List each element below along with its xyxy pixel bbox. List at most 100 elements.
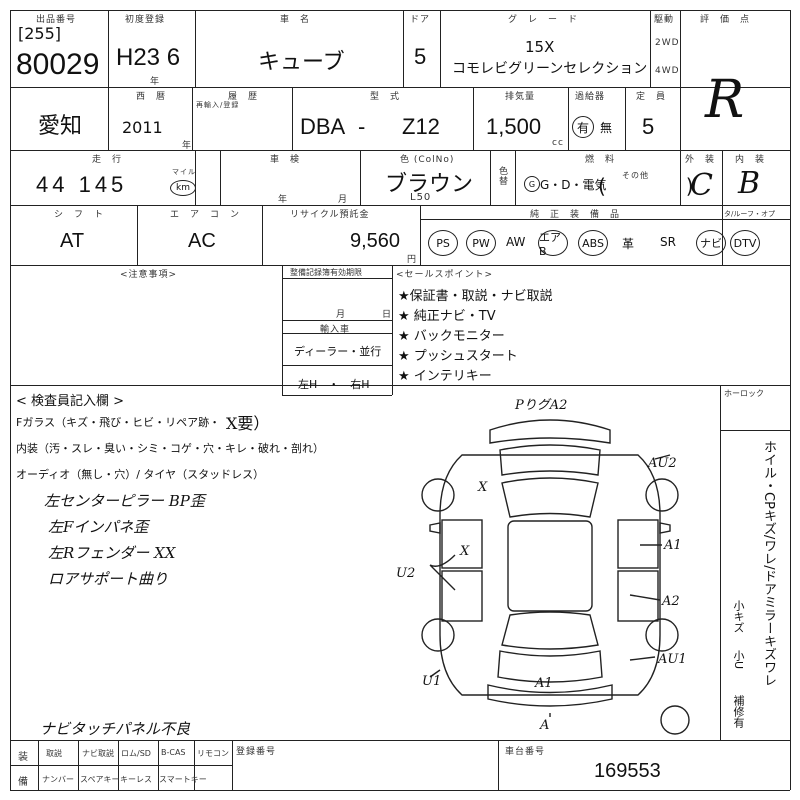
turbo-no: 無 <box>600 121 613 135</box>
footer-r2-1: ナンバー <box>42 775 74 784</box>
inspector-title: < 検査員記入欄 > <box>16 394 125 409</box>
doors-label: ドア <box>410 15 431 25</box>
turbo-yes: 有 <box>572 116 594 138</box>
capacity-label: 定 員 <box>636 92 667 102</box>
drive-2wd: 2WD <box>655 38 680 48</box>
import-label: 輸入車 <box>320 325 351 335</box>
leader-a2 <box>629 594 661 601</box>
v8 <box>192 87 193 150</box>
v10 <box>473 87 474 150</box>
chassis-number: 169553 <box>594 760 661 782</box>
type-dash: - <box>358 114 366 139</box>
first-reg: H23 6 <box>116 44 181 71</box>
equipment-extra-label: タ/ルーフ・オプ <box>724 210 775 218</box>
equipment-label: 純 正 装 備 品 <box>530 210 621 220</box>
footer-r1-1: 取説 <box>46 749 62 758</box>
wheel-rl <box>421 618 455 652</box>
region: 愛知 <box>38 113 83 138</box>
mileage-unit-top: マイル <box>172 168 196 176</box>
border-left <box>10 10 11 790</box>
fuel-options: G・D・電気 <box>540 178 607 192</box>
glass-line: Fガラス（キズ・飛び・ヒビ・リペア跡・ <box>16 416 221 429</box>
h-n5 <box>282 395 392 396</box>
fuel-paren: ( ) <box>598 174 694 198</box>
footer-r1-4: B-CAS <box>161 748 186 757</box>
shift: AT <box>60 230 85 252</box>
footer-r2-0: 備 <box>18 777 29 788</box>
border-right <box>790 10 791 790</box>
doors: 5 <box>414 44 427 69</box>
footer-r1-3: ロム/SD <box>121 749 151 758</box>
recycle: 9,560 <box>350 230 401 252</box>
model-label: 車 名 <box>280 15 311 25</box>
footer-r2-4: スマートキー <box>159 775 207 784</box>
first-reg-unit: 年 <box>150 77 161 87</box>
side-legend-1: 小U <box>732 650 745 670</box>
type-label: 型 式 <box>370 92 401 102</box>
shaken-year: 年 <box>278 195 289 205</box>
diagram-label-6: U1 <box>422 674 441 689</box>
grade-line2: コモレビグリーンセレクション <box>452 61 648 77</box>
diagram-label-5: U2 <box>396 566 415 581</box>
hood <box>499 444 601 476</box>
history-unit: 年 <box>182 141 193 151</box>
door-rr <box>617 570 659 622</box>
tailgate <box>497 650 603 683</box>
lot-prefix: [255] <box>18 24 62 43</box>
type-prefix: DBA <box>300 114 346 139</box>
rule-notes <box>10 385 790 386</box>
rule-footer <box>10 740 790 741</box>
color-label: 色 (ColNo) <box>400 155 455 165</box>
grade-label: グ レ ー ド <box>508 15 579 25</box>
h-eq <box>420 219 790 220</box>
recycle-unit: 円 <box>407 255 418 265</box>
leader-au2 <box>654 454 671 460</box>
door-rl <box>441 570 483 622</box>
recycle-label: リサイクル預託金 <box>290 210 370 220</box>
wheel-fl <box>421 478 455 512</box>
equipment-item: SR <box>660 235 676 249</box>
equipment-item: PS <box>428 230 458 256</box>
steering: 左H ・ 右H <box>298 378 370 391</box>
diagram-label-10: X <box>459 544 470 559</box>
h-n2 <box>282 320 392 321</box>
drive-label: 駆動 <box>654 15 675 25</box>
bottom-note: ナビタッチパネル不良 <box>40 720 191 738</box>
interior-label: 内 装 <box>735 155 766 165</box>
diagram-label-0: PりグA2 <box>514 398 567 413</box>
v9 <box>292 87 293 150</box>
v14 <box>220 150 221 205</box>
color: ブラウン <box>385 171 474 196</box>
fv6 <box>232 740 233 790</box>
interior: B <box>738 166 761 201</box>
fuel-other: その他 <box>622 171 649 180</box>
lot-number: 80029 <box>16 48 100 81</box>
v25 <box>392 265 393 395</box>
exterior: C <box>690 168 713 203</box>
footer-r1-0: 装 <box>18 752 29 763</box>
drive-4wd: 4WD <box>655 66 680 76</box>
year-label: 西 暦 <box>136 92 167 102</box>
chassis-label: 車台番号 <box>505 747 546 757</box>
footer-r2-2: スペアキー <box>80 775 120 784</box>
body-outline <box>439 454 661 696</box>
grade-line1: 15X <box>525 38 555 56</box>
equipment-item: DTV <box>730 230 760 256</box>
rule-row3 <box>10 205 790 206</box>
fuel-gasoline-mark: G <box>524 176 540 192</box>
year: 2011 <box>122 118 163 137</box>
warranty-day: 日 <box>382 310 393 320</box>
rating-label: 評 価 点 <box>700 15 751 25</box>
v12 <box>625 87 626 150</box>
warranty-month: 月 <box>336 310 347 320</box>
turbo-label: 過給器 <box>575 92 606 102</box>
handwritten-note: 左Fインパネ歪 <box>48 518 149 536</box>
footer-r1-5: リモコン <box>197 749 229 758</box>
equipment-item: ナビ <box>696 230 726 256</box>
h-n3 <box>282 333 392 334</box>
door-fr <box>617 519 659 569</box>
v22 <box>420 205 421 265</box>
footer-r1-2: ナビ取説 <box>82 749 114 758</box>
history-sub: 再輸入/登録 <box>196 101 240 109</box>
rear-bumper <box>487 684 613 707</box>
